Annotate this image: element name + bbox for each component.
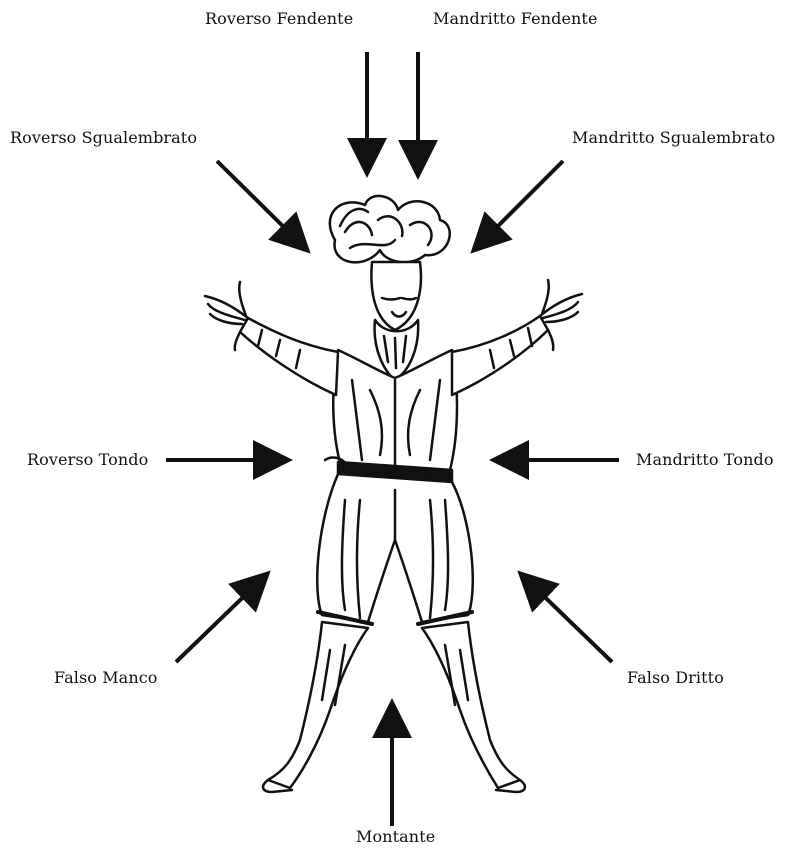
label-roverso-tondo: Roverso Tondo — [27, 452, 148, 468]
arrow-roverso-squalembrato — [217, 161, 305, 248]
right-leg — [422, 622, 520, 788]
fencer-figure — [205, 196, 582, 792]
arrow-mandritto-squalembrato — [476, 161, 563, 248]
label-mandritto-squalembrato: Mandritto Sgualembrato — [572, 130, 775, 146]
arrow-falso-dritto — [523, 576, 612, 662]
head — [371, 262, 421, 330]
arrow-falso-manco — [176, 576, 265, 662]
label-mandritto-fendente: Mandritto Fendente — [433, 11, 598, 27]
hat-plumes — [330, 196, 450, 262]
left-hand — [205, 282, 248, 350]
right-arm — [452, 316, 548, 395]
label-falso-manco: Falso Manco — [54, 670, 158, 686]
label-roverso-squalembrato: Roverso Sgualembrato — [10, 130, 197, 146]
left-arm — [240, 318, 338, 395]
right-hand — [540, 280, 582, 350]
label-mandritto-tondo: Mandritto Tondo — [636, 452, 774, 468]
label-falso-dritto: Falso Dritto — [627, 670, 724, 686]
label-roverso-fendente: Roverso Fendente — [205, 11, 353, 27]
label-montante: Montante — [356, 829, 435, 845]
left-leg — [268, 622, 368, 788]
